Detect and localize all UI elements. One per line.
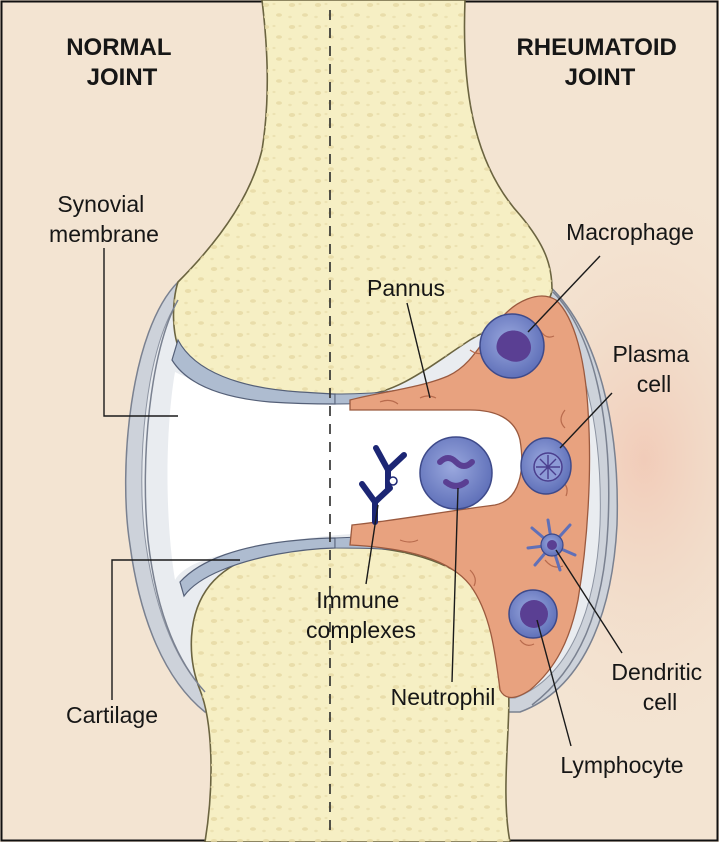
neutrophil-cell [420,437,492,509]
label-pannus: Pannus [367,275,445,301]
label-macrophage: Macrophage [566,219,694,245]
label-neutrophil: Neutrophil [391,684,496,710]
label-lymphocyte: Lymphocyte [560,752,683,778]
antigen-dot [389,477,397,485]
plasma-cell [521,438,571,494]
label-cartilage: Cartilage [66,702,158,728]
lymphocyte-cell [509,590,557,638]
macrophage-cell [480,314,544,378]
